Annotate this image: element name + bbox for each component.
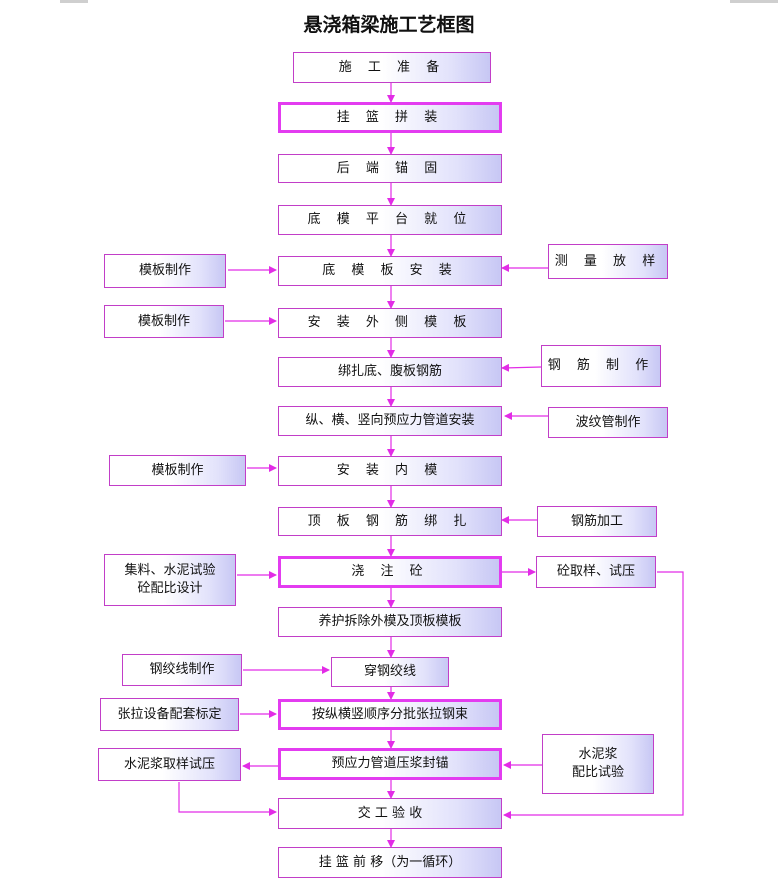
node-anchor: 后 端 锚 固: [278, 154, 502, 183]
node-rebar-bind: 绑扎底、腹板钢筋: [278, 357, 502, 387]
node-tension: 按纵横竖顺序分批张拉钢束: [278, 699, 502, 730]
node-hang: 挂 篮 拼 装: [278, 102, 502, 133]
node-inner-form: 安 装 内 模: [278, 456, 502, 486]
side-strand-make: 钢绞线制作: [122, 654, 242, 686]
side-calib: 张拉设备配套标定: [100, 698, 239, 731]
side-grout-mix: 水泥浆 配比试验: [542, 734, 654, 794]
arrow-sample-accept: [503, 571, 684, 819]
side-rebar-make: 钢 筋 制 作: [541, 345, 661, 387]
arrow-grout-test-accept: [178, 782, 277, 816]
diagram-title: 悬浇箱梁施工艺框图: [303, 14, 475, 36]
side-form-3: 模板制作: [109, 455, 246, 486]
node-prep: 施 工 准 备: [293, 52, 491, 83]
node-cure: 养护拆除外模及顶板模板: [278, 607, 502, 637]
node-top-rebar: 顶 板 钢 筋 绑 扎: [278, 507, 502, 536]
arrow-rebar-make: [501, 363, 542, 372]
node-thread: 穿钢绞线: [331, 657, 449, 687]
node-duct: 纵、横、竖向预应力管道安装: [278, 406, 502, 436]
side-sample: 砼取样、试压: [536, 556, 656, 588]
side-duct-make: 波纹管制作: [548, 407, 668, 438]
side-form-1: 模板制作: [104, 254, 226, 288]
top-border-left: [60, 0, 88, 3]
side-rebar-work: 钢筋加工: [537, 506, 657, 537]
node-platform: 底 模 平 台 就 位: [278, 205, 502, 235]
side-material: 集料、水泥试验 砼配比设计: [104, 554, 236, 606]
node-accept: 交 工 验 收: [278, 798, 502, 829]
side-grout-test: 水泥浆取样试压: [98, 748, 241, 781]
top-border-right: [730, 0, 778, 3]
node-bottom-form: 底 模 板 安 装: [278, 256, 502, 286]
side-survey: 测 量 放 样: [548, 244, 668, 279]
node-side-form: 安 装 外 侧 模 板: [278, 308, 502, 338]
node-move: 挂 篮 前 移（为一循环）: [278, 847, 502, 878]
node-grout: 预应力管道压浆封锚: [278, 748, 502, 780]
node-pour: 浇 注 砼: [278, 556, 502, 588]
side-form-2: 模板制作: [104, 305, 224, 338]
